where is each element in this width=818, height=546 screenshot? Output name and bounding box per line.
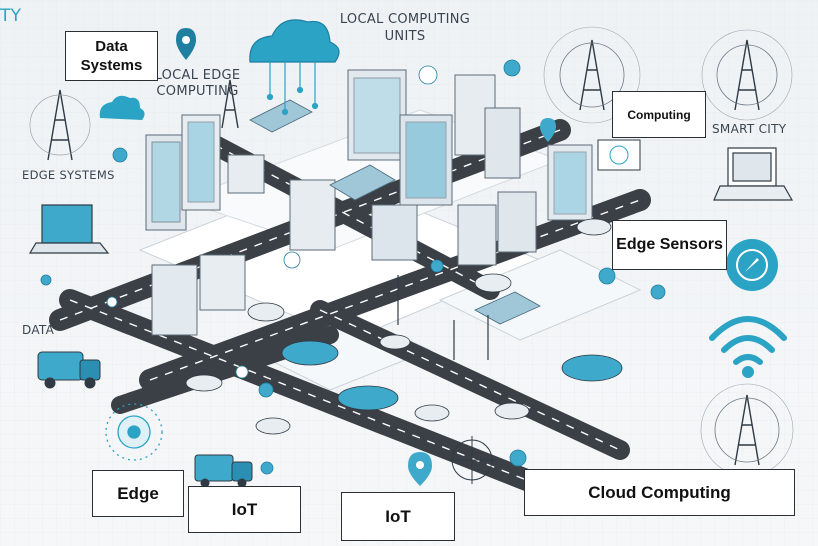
car-icon <box>247 302 285 322</box>
callout-computing: Computing <box>612 91 706 138</box>
cell-tower-icon <box>543 26 641 124</box>
car-icon <box>414 404 450 422</box>
building-tower <box>145 134 187 231</box>
cell-tower-icon <box>221 79 239 129</box>
antenna-poles <box>397 275 489 360</box>
buildings <box>145 69 593 336</box>
building-tower <box>457 204 497 266</box>
cloud-icon <box>99 95 145 120</box>
car-icon <box>576 218 612 236</box>
callout-iot-left: IoT <box>188 486 301 533</box>
callout-iot-right: IoT <box>341 492 455 541</box>
car-icon <box>255 417 291 435</box>
label-local-computing-units: LOCAL COMPUTING UNITS <box>339 12 471 44</box>
callout-data-systems: Data Systems <box>65 31 158 81</box>
cell-tower-icon <box>701 29 793 121</box>
label-smart-city: SMART CITY <box>712 122 787 136</box>
truck-icon <box>194 454 253 488</box>
wifi-dot <box>742 366 754 378</box>
car-icon <box>474 273 512 293</box>
location-pin-icon <box>540 118 556 142</box>
building-tower <box>347 69 407 161</box>
cell-tower-icon <box>29 89 91 161</box>
title-fragment: TY <box>0 6 22 26</box>
building-house <box>199 254 246 311</box>
building-tower <box>497 191 537 253</box>
building-tower <box>547 144 593 221</box>
callout-edge-sensors: Edge Sensors <box>612 220 727 270</box>
car-icon <box>185 374 223 392</box>
solar-panels <box>249 99 541 325</box>
wifi-icon <box>709 316 787 365</box>
network-node-icon <box>105 403 163 461</box>
compass-icon <box>726 239 778 291</box>
cars <box>185 218 623 435</box>
building-tower <box>151 264 198 336</box>
label-data: DATA <box>22 323 55 337</box>
callout-edge: Edge <box>92 470 184 517</box>
car-icon <box>494 402 530 420</box>
car-icon <box>281 340 339 366</box>
building-tower <box>399 114 453 206</box>
car-icon <box>561 354 623 382</box>
building-tower <box>371 204 418 261</box>
laptop-icon <box>28 204 110 254</box>
callout-cloud-computing: Cloud Computing <box>524 469 795 516</box>
car-icon <box>379 334 411 350</box>
truck-icon <box>37 351 101 389</box>
label-edge-systems: EDGE SYSTEMS <box>22 168 115 182</box>
network-node-icon <box>448 436 496 484</box>
building-tower <box>289 179 336 251</box>
cloud-icon <box>249 19 340 116</box>
location-pin-icon <box>408 452 432 486</box>
location-pin-icon <box>176 28 196 60</box>
building-house <box>227 154 265 194</box>
building-tower <box>484 107 521 179</box>
car-icon <box>337 385 399 411</box>
iot-markers <box>40 59 666 475</box>
label-local-edge-computing: LOCAL EDGE COMPUTING <box>154 68 241 99</box>
monitor-icon <box>597 139 641 171</box>
laptop-icon <box>713 147 794 201</box>
building-tower <box>181 114 221 211</box>
